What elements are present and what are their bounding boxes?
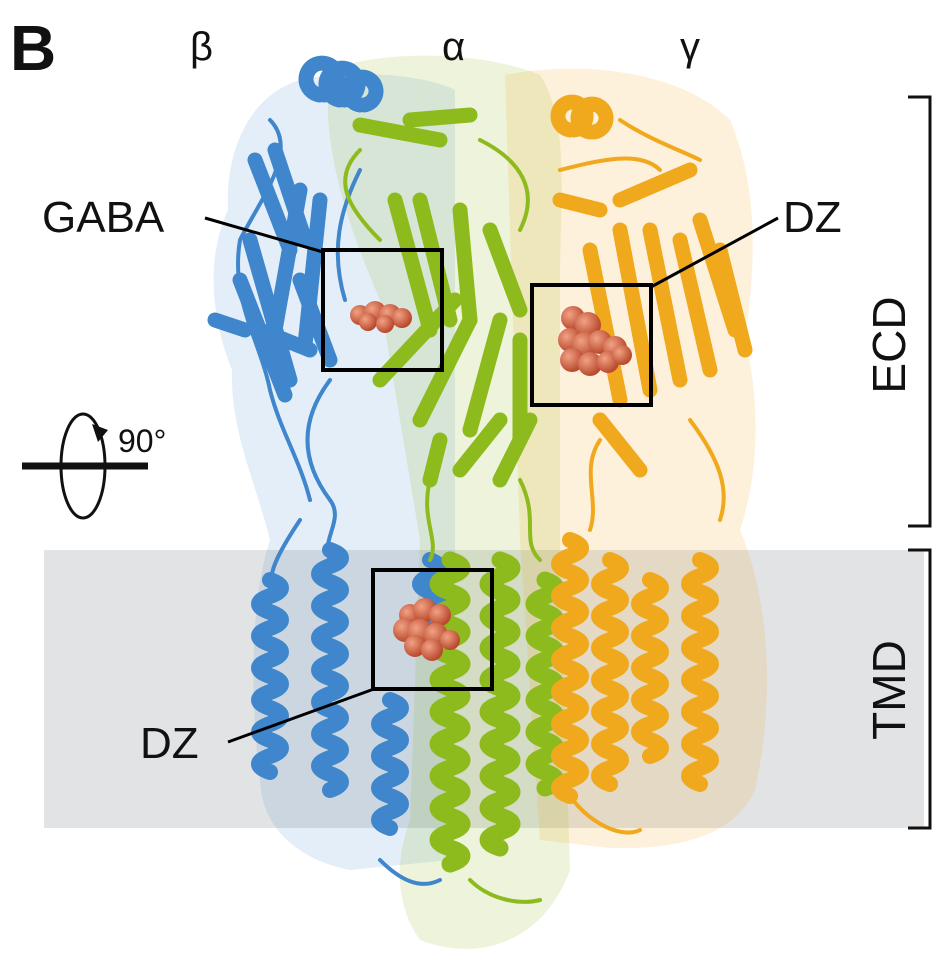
ecd-bracket	[908, 95, 932, 528]
ecd-label: ECD	[863, 296, 915, 393]
tmd-bracket	[908, 548, 932, 830]
rotation-icon	[22, 412, 148, 520]
tmd-label: TMD	[863, 640, 915, 740]
gaba-site-box	[321, 248, 444, 372]
alpha-label: α	[442, 25, 465, 69]
dz-ecd-site-box	[530, 283, 653, 407]
gaba-leader-line	[204, 216, 324, 254]
dz-tmd-ligand	[393, 598, 460, 661]
alpha-subunit-structure	[343, 107, 565, 904]
gaba-ligand	[350, 301, 412, 333]
rotation-label: 90°	[118, 423, 166, 459]
panel-label: B	[10, 12, 56, 84]
gaba-label: GABA	[42, 193, 165, 242]
dz-tmd-site-box	[371, 568, 494, 691]
gamma-subunit-structure	[550, 94, 753, 835]
dz-tmd-leader-line	[227, 687, 375, 744]
dz-ecd-leader-line	[650, 216, 779, 289]
gamma-label: γ	[680, 25, 700, 69]
beta-label: β	[190, 25, 213, 69]
dz-ecd-ligand	[558, 306, 632, 376]
dz-ecd-label: DZ	[783, 193, 842, 242]
dz-tmd-label: DZ	[140, 719, 199, 768]
beta-subunit-structure	[207, 55, 448, 886]
